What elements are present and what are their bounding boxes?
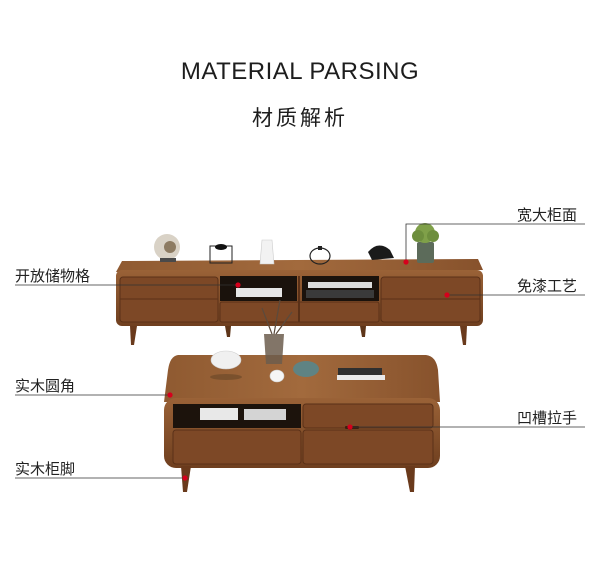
books-decor [337, 368, 385, 380]
marker-wide-top [403, 259, 409, 265]
callout-markers [167, 259, 450, 481]
marker-paint-free [444, 292, 450, 298]
potted-plant-decor [412, 223, 439, 263]
coffee-table [164, 299, 440, 492]
callout-lines [15, 223, 585, 479]
label-solid-legs: 实木柜脚 [15, 460, 76, 478]
label-rounded-corner: 实木圆角 [15, 377, 76, 395]
lantern-decor [309, 246, 331, 265]
title-english: MATERIAL PARSING [180, 58, 420, 85]
bird-figurine-decor [368, 245, 394, 260]
tv-leg [130, 326, 137, 345]
label-wide-top: 宽大柜面 [517, 206, 578, 224]
bowl-decor [210, 350, 242, 370]
marker-rounded-corner [167, 392, 173, 398]
label-paint-free: 免漆工艺 [517, 277, 578, 295]
vase-decor [259, 239, 275, 265]
tv-cabinet-top [116, 259, 483, 272]
marker-open-storage [235, 282, 241, 288]
tv-cabinet [116, 223, 483, 345]
marker-solid-legs [182, 475, 188, 481]
marker-grooved-handle [347, 424, 353, 430]
label-open-storage: 开放储物格 [15, 267, 91, 285]
speaker-decor [154, 234, 180, 262]
label-grooved-handle: 凹槽拉手 [517, 409, 578, 427]
cup-decor [269, 369, 285, 383]
vase-branches-decor [261, 299, 293, 364]
title-chinese: 材质解析 [252, 106, 348, 130]
wire-sculpture-decor [209, 244, 233, 264]
tray-decor [293, 361, 319, 377]
